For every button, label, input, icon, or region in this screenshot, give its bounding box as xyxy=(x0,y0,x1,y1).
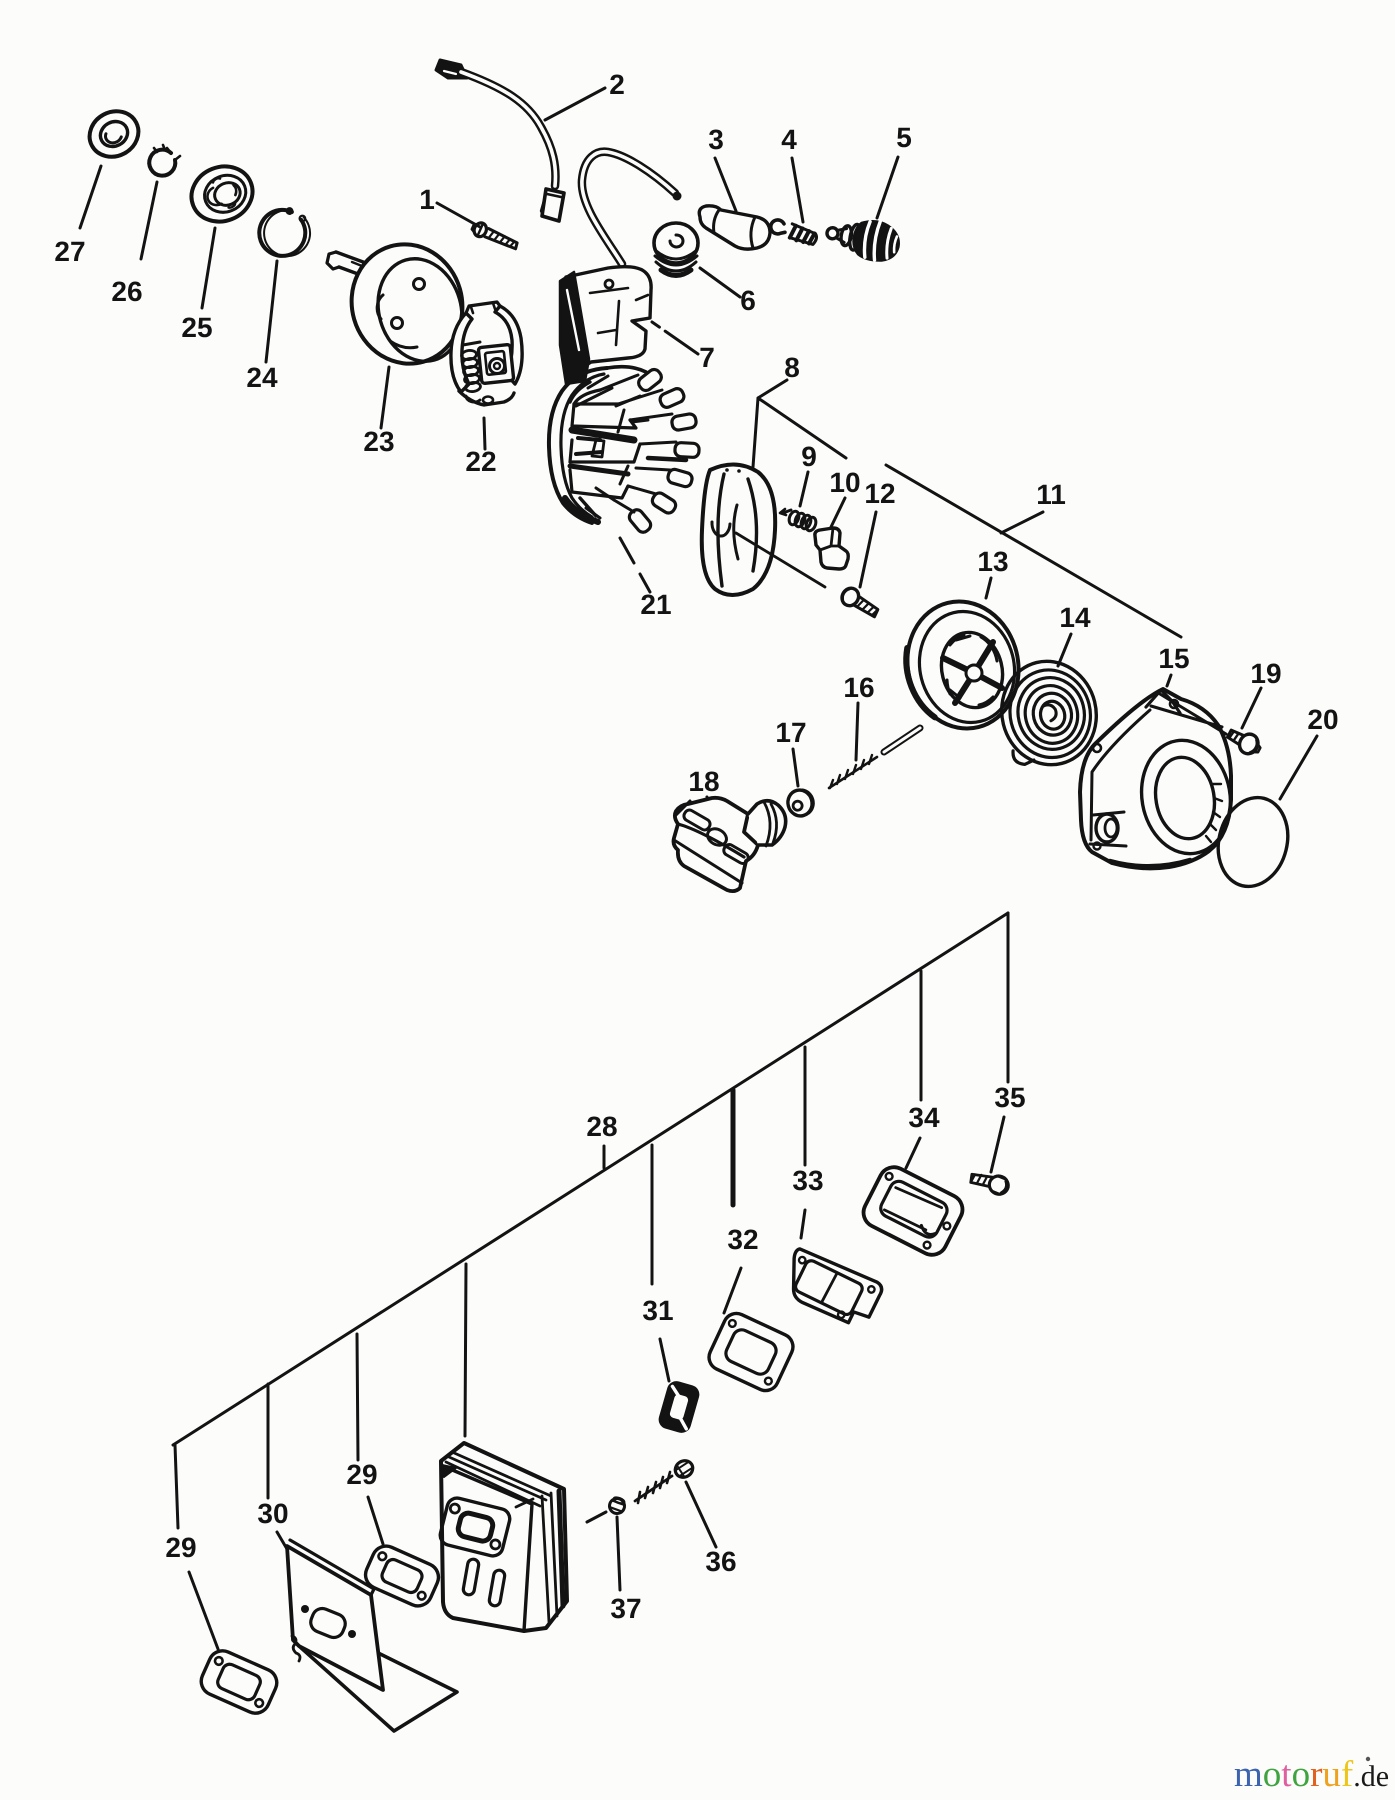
svg-text:14: 14 xyxy=(1059,602,1091,633)
svg-text:25: 25 xyxy=(181,312,212,343)
svg-text:29: 29 xyxy=(346,1459,377,1490)
svg-text:36: 36 xyxy=(705,1546,736,1577)
svg-text:18: 18 xyxy=(688,766,719,797)
svg-text:2: 2 xyxy=(609,69,625,100)
svg-text:29: 29 xyxy=(165,1532,196,1563)
svg-text:1: 1 xyxy=(419,184,435,215)
svg-text:23: 23 xyxy=(363,426,394,457)
svg-text:4: 4 xyxy=(781,124,797,155)
svg-text:30: 30 xyxy=(257,1498,288,1529)
svg-text:8: 8 xyxy=(784,352,800,383)
svg-text:16: 16 xyxy=(843,672,874,703)
svg-text:21: 21 xyxy=(640,589,671,620)
svg-text:11: 11 xyxy=(1036,479,1066,510)
svg-text:motoruf.de: motoruf.de xyxy=(1234,1754,1389,1795)
svg-text:26: 26 xyxy=(111,276,142,307)
svg-text:12: 12 xyxy=(864,478,895,509)
svg-text:24: 24 xyxy=(246,362,278,393)
svg-text:20: 20 xyxy=(1307,704,1338,735)
svg-text:32: 32 xyxy=(727,1224,758,1255)
svg-text:13: 13 xyxy=(977,546,1008,577)
svg-text:17: 17 xyxy=(775,717,806,748)
svg-text:15: 15 xyxy=(1158,643,1189,674)
svg-text:6: 6 xyxy=(740,285,756,316)
svg-text:27: 27 xyxy=(54,236,85,267)
svg-text:9: 9 xyxy=(801,441,817,472)
svg-text:31: 31 xyxy=(642,1295,673,1326)
svg-text:33: 33 xyxy=(792,1165,823,1196)
svg-text:10: 10 xyxy=(829,467,860,498)
svg-text:22: 22 xyxy=(465,446,496,477)
svg-text:37: 37 xyxy=(610,1593,641,1624)
svg-text:3: 3 xyxy=(708,124,724,155)
svg-text:28: 28 xyxy=(586,1111,617,1142)
svg-text:35: 35 xyxy=(994,1082,1025,1113)
svg-text:19: 19 xyxy=(1250,658,1281,689)
svg-text:5: 5 xyxy=(896,122,912,153)
svg-text:34: 34 xyxy=(908,1102,940,1133)
svg-text:7: 7 xyxy=(699,342,715,373)
